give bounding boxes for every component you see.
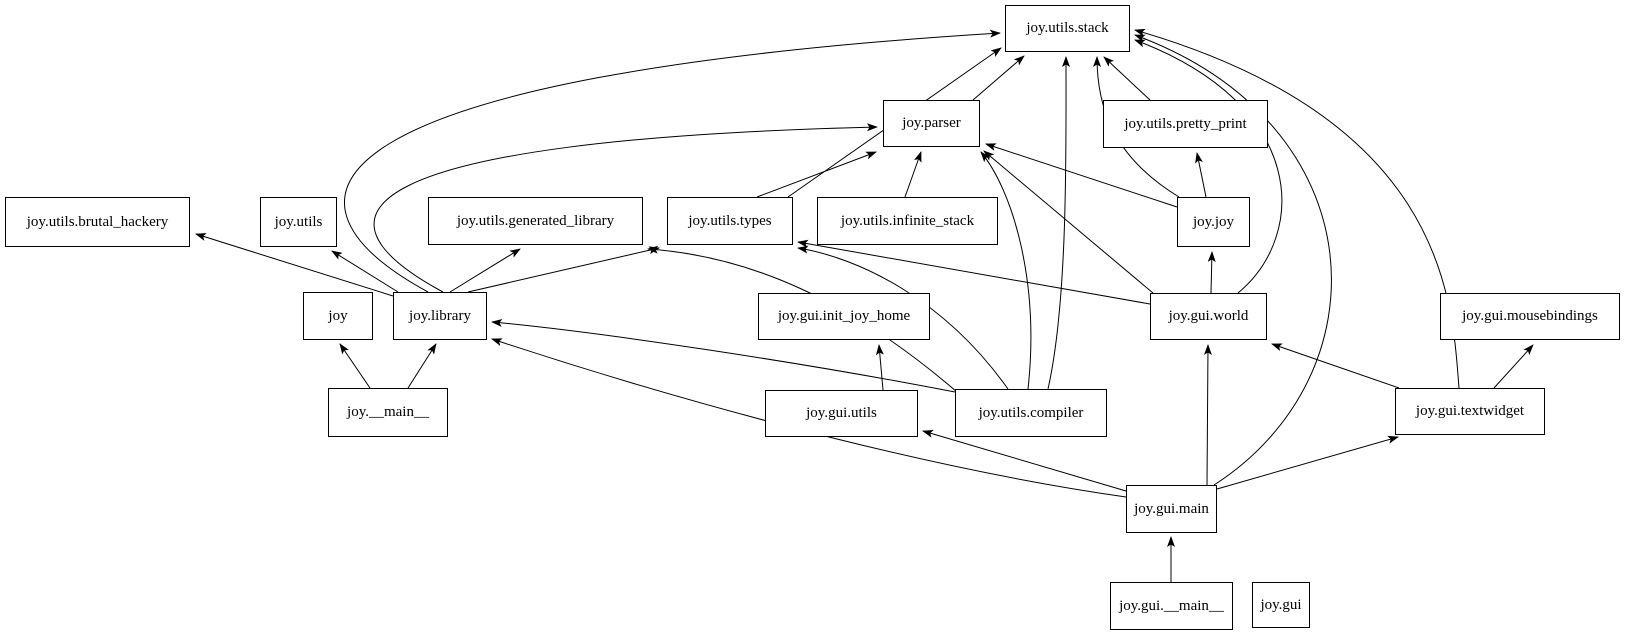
node-joy-utils-generated-library: joy.utils.generated_library (428, 197, 643, 245)
node-label: joy.utils.generated_library (456, 212, 615, 229)
edge-joy-utils-compiler-to-joy-utils-generated-library (647, 245, 958, 393)
node-label: joy.gui.main (1134, 500, 1209, 517)
edge-joy-utils-compiler-to-joy-utils-types (797, 245, 1009, 390)
edge-joy-utils-types-to-joy-parser (756, 151, 877, 198)
edge-joy-parser-to-joy-utils-stack (972, 55, 1025, 101)
edges-group (195, 28, 1534, 582)
node-joy-utils-compiler: joy.utils.compiler (955, 389, 1107, 437)
node-label: joy.gui.textwidget (1415, 403, 1525, 419)
node-joy-utils-pretty-print: joy.utils.pretty_print (1103, 100, 1268, 148)
edge-joy-gui-main-to-joy-gui-utils (922, 429, 1127, 492)
edge-joy-gui-world-to-joy-joy (1207, 251, 1216, 294)
node-label: joy.gui.__main__ (1119, 597, 1224, 614)
node-joy-gui-utils: joy.gui.utils (765, 390, 918, 437)
node-joy-utils-brutal-hackery: joy.utils.brutal_hackery (5, 197, 190, 247)
node-label: joy.joy (1192, 213, 1235, 230)
node-label: joy.utils (274, 213, 323, 230)
node-joy-main: joy.__main__ (328, 388, 448, 437)
node-joy-gui: joy.gui (1252, 582, 1310, 628)
edge-joy-library-to-joy-utils-stack (344, 29, 1001, 293)
edge-joy-library-to-joy-utils-generated-library (449, 248, 521, 293)
node-label: joy.utils.compiler (978, 404, 1084, 421)
node-label: joy.utils.pretty_print (1124, 115, 1247, 132)
node-joy-library: joy.library (393, 292, 487, 340)
node-joy-gui-mousebindings: joy.gui.mousebindings (1440, 293, 1620, 340)
node-label: joy.__main__ (347, 404, 429, 420)
node-joy-joy: joy.joy (1177, 197, 1250, 247)
node-joy-gui-main: joy.gui.__main__ (1110, 582, 1233, 630)
node-joy-gui-textwidget: joy.gui.textwidget (1395, 388, 1545, 435)
node-label: joy.utils.brutal_hackery (26, 213, 169, 230)
edge-joy-joy-to-joy-utils-pretty-print (1195, 152, 1207, 198)
node-joy-parser: joy.parser (883, 100, 980, 147)
node-label: joy.utils.types (688, 212, 772, 229)
edge-joy-gui-main-to-joy-gui-textwidget (1216, 435, 1399, 490)
edge-joy-library-to-joy-utils-types (467, 246, 660, 293)
node-label: joy.gui.init_joy_home (777, 308, 911, 324)
edge-joy-utils-infinite-stack-to-joy-parser (904, 151, 922, 198)
node-label: joy.gui.mousebindings (1462, 308, 1598, 324)
edge-joy-library-to-joy-utils-brutal-hackery (195, 233, 394, 297)
node-label: joy.utils.stack (1026, 20, 1109, 36)
node-joy-utils-infinite-stack: joy.utils.infinite_stack (817, 197, 998, 245)
edge-joy-main-to-joy-library (407, 343, 437, 389)
edge-joy-utils-pretty-print-to-joy-utils-stack (1103, 56, 1151, 101)
node-label: joy.gui.utils (806, 405, 877, 421)
node-label: joy.library (409, 307, 471, 324)
edge-joy-utils-compiler-to-joy-parser (980, 151, 1032, 390)
node-label: joy.utils.infinite_stack (840, 212, 975, 229)
node-label: joy.parser (902, 115, 961, 131)
edge-joy-gui-main-to-joy-utils-stack (1134, 34, 1332, 486)
edge-joy-gui-world-to-joy-utils-types (797, 239, 1151, 305)
edge-joy-gui-world-to-joy-parser (983, 150, 1154, 294)
edge-joy-gui-textwidget-to-joy-gui-world (1271, 343, 1400, 389)
node-label: joy.gui (1260, 596, 1302, 613)
node-joy: joy (303, 292, 373, 340)
edge-joy-main-to-joy (339, 343, 371, 389)
node-joy-utils: joy.utils (260, 197, 337, 247)
node-joy-gui-world: joy.gui.world (1150, 293, 1267, 340)
edge-joy-utils-compiler-to-joy-library (491, 318, 956, 393)
edge-joy-library-to-joy-parser (373, 123, 878, 293)
edge-joy-gui-utils-to-joy-gui-init-joy-home (875, 344, 884, 391)
edge-joy-gui-textwidget-to-joy-gui-mousebindings (1493, 344, 1534, 389)
edge-joy-gui-textwidget-to-joy-utils-stack (1134, 28, 1460, 389)
node-joy-gui-main: joy.gui.main (1126, 485, 1217, 533)
edge-joy-gui-world-to-joy-utils-stack (1134, 39, 1283, 294)
edge-joy-joy-to-joy-parser (985, 143, 1178, 208)
edge-joy-library-to-joy-utils (331, 250, 399, 293)
node-label: joy.gui.world (1168, 308, 1249, 324)
edge-joy-gui-main-to-joy-gui-world (1203, 344, 1212, 486)
edge-joy-utils-compiler-to-joy-utils-stack (1047, 56, 1071, 390)
node-joy-utils-types: joy.utils.types (667, 197, 793, 245)
node-label: joy (328, 307, 348, 324)
node-joy-gui-init-joy-home: joy.gui.init_joy_home (758, 293, 930, 340)
node-joy-utils-stack: joy.utils.stack (1005, 5, 1130, 52)
